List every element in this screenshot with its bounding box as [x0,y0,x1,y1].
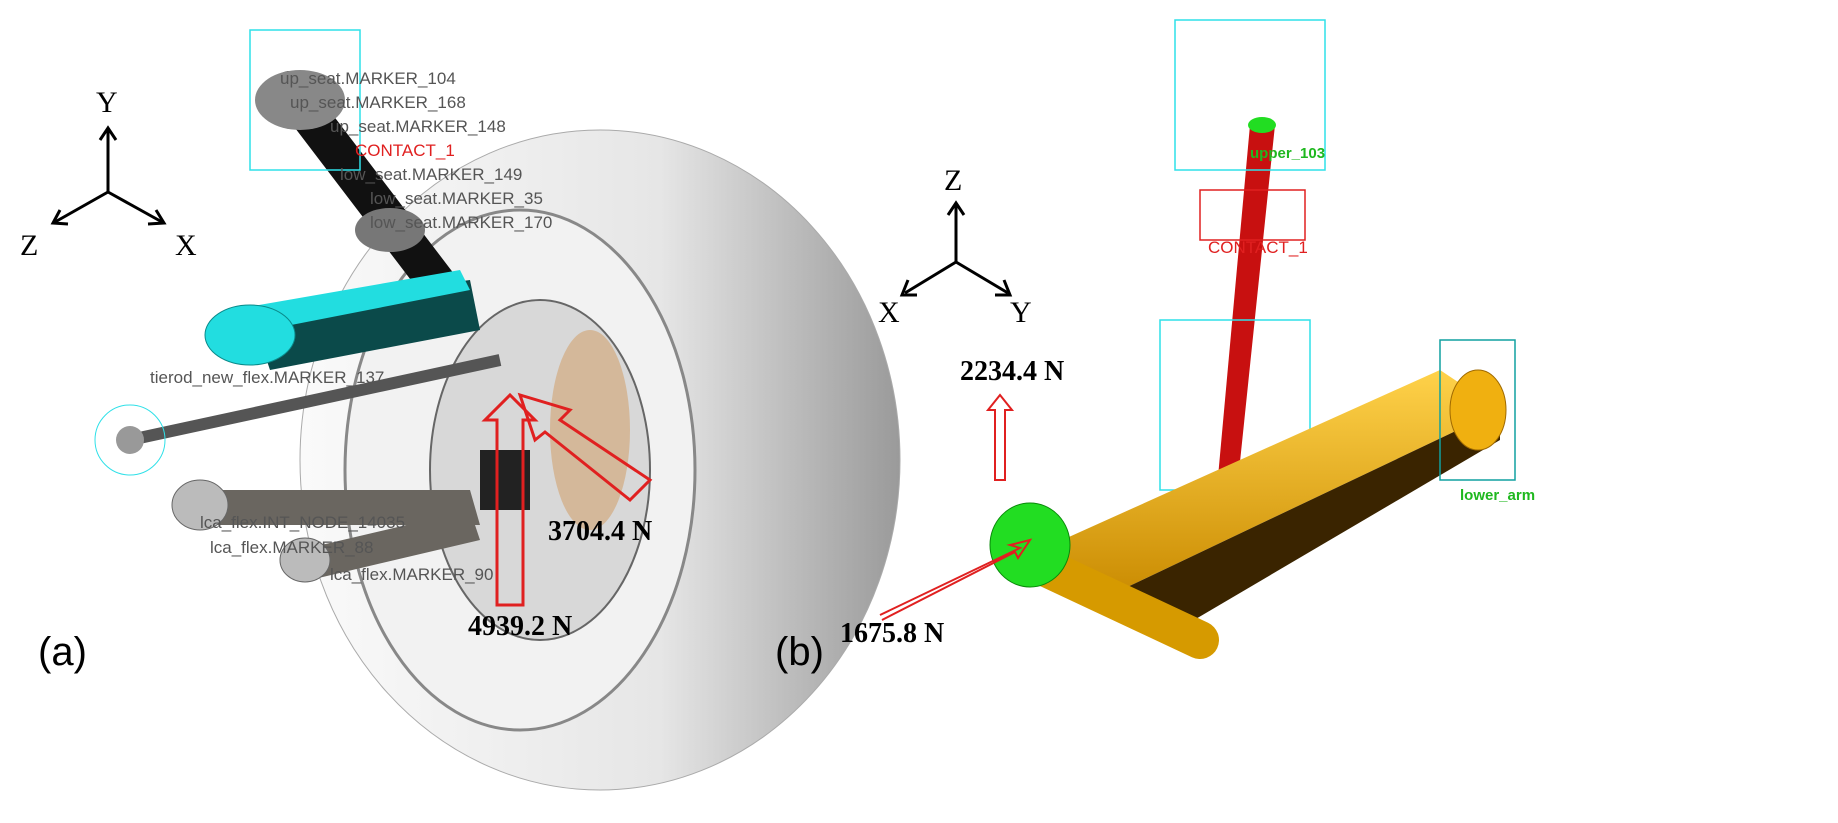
marker-label-b-upper: upper_103 [1250,145,1325,162]
marker-frame [94,404,166,476]
axis-label-z-b: Z [944,164,962,197]
axis-label-z: Z [20,229,38,262]
upper-arm-a [204,270,480,370]
panel-label-a: (a) [38,630,87,674]
contact-label-a: CONTACT_1 [355,141,455,160]
force-label-vertical-a: 4939.2 N [468,611,572,642]
strut-a [249,29,469,319]
marker-label: up_seat.MARKER_168 [290,93,466,112]
force-arrow-vertical-a [481,392,539,607]
force-label-lateral-a: 3704.4 N [548,516,652,547]
force-label-vertical-b: 2234.4 N [960,356,1064,387]
marker-label: low_seat.MARKER_149 [340,165,522,184]
marker-label: lca_flex.MARKER_88 [210,538,373,557]
marker-label-b-lower: lower_arm [1460,487,1535,504]
marker-label: low_seat.MARKER_35 [370,189,543,208]
marker-label: lca_flex.INT_NODE_14035 [200,513,405,532]
force-label-lateral-b: 1675.8 N [840,618,944,649]
tie-rod-ball [116,426,144,454]
tie-rod [128,354,502,446]
axis-triad-a [50,125,167,226]
force-arrow-lateral-a [517,392,653,503]
lower-arm-b [989,339,1516,659]
strut-b [1159,19,1326,510]
marker-label: tierod_new_flex.MARKER_137 [150,368,384,387]
marker-label: low_seat.MARKER_170 [370,213,552,232]
force-arrow-vertical-b [985,393,1015,481]
axis-triad-b [899,200,1013,297]
axis-label-x: X [175,229,197,262]
marker-labels-a: up_seat.MARKER_104 up_seat.MARKER_168 up… [150,69,552,584]
marker-label: up_seat.MARKER_148 [330,117,506,136]
axis-label-x-b: X [878,296,900,329]
panel-label-b: (b) [775,630,824,674]
axis-label-y-b: Y [1010,296,1032,329]
contact-label-b: CONTACT_1 [1208,238,1308,257]
force-arrow-lateral-b [879,538,1033,621]
marker-label: lca_flex.MARKER_90 [330,565,493,584]
axis-label-y: Y [96,86,118,119]
marker-label: up_seat.MARKER_104 [280,69,456,88]
